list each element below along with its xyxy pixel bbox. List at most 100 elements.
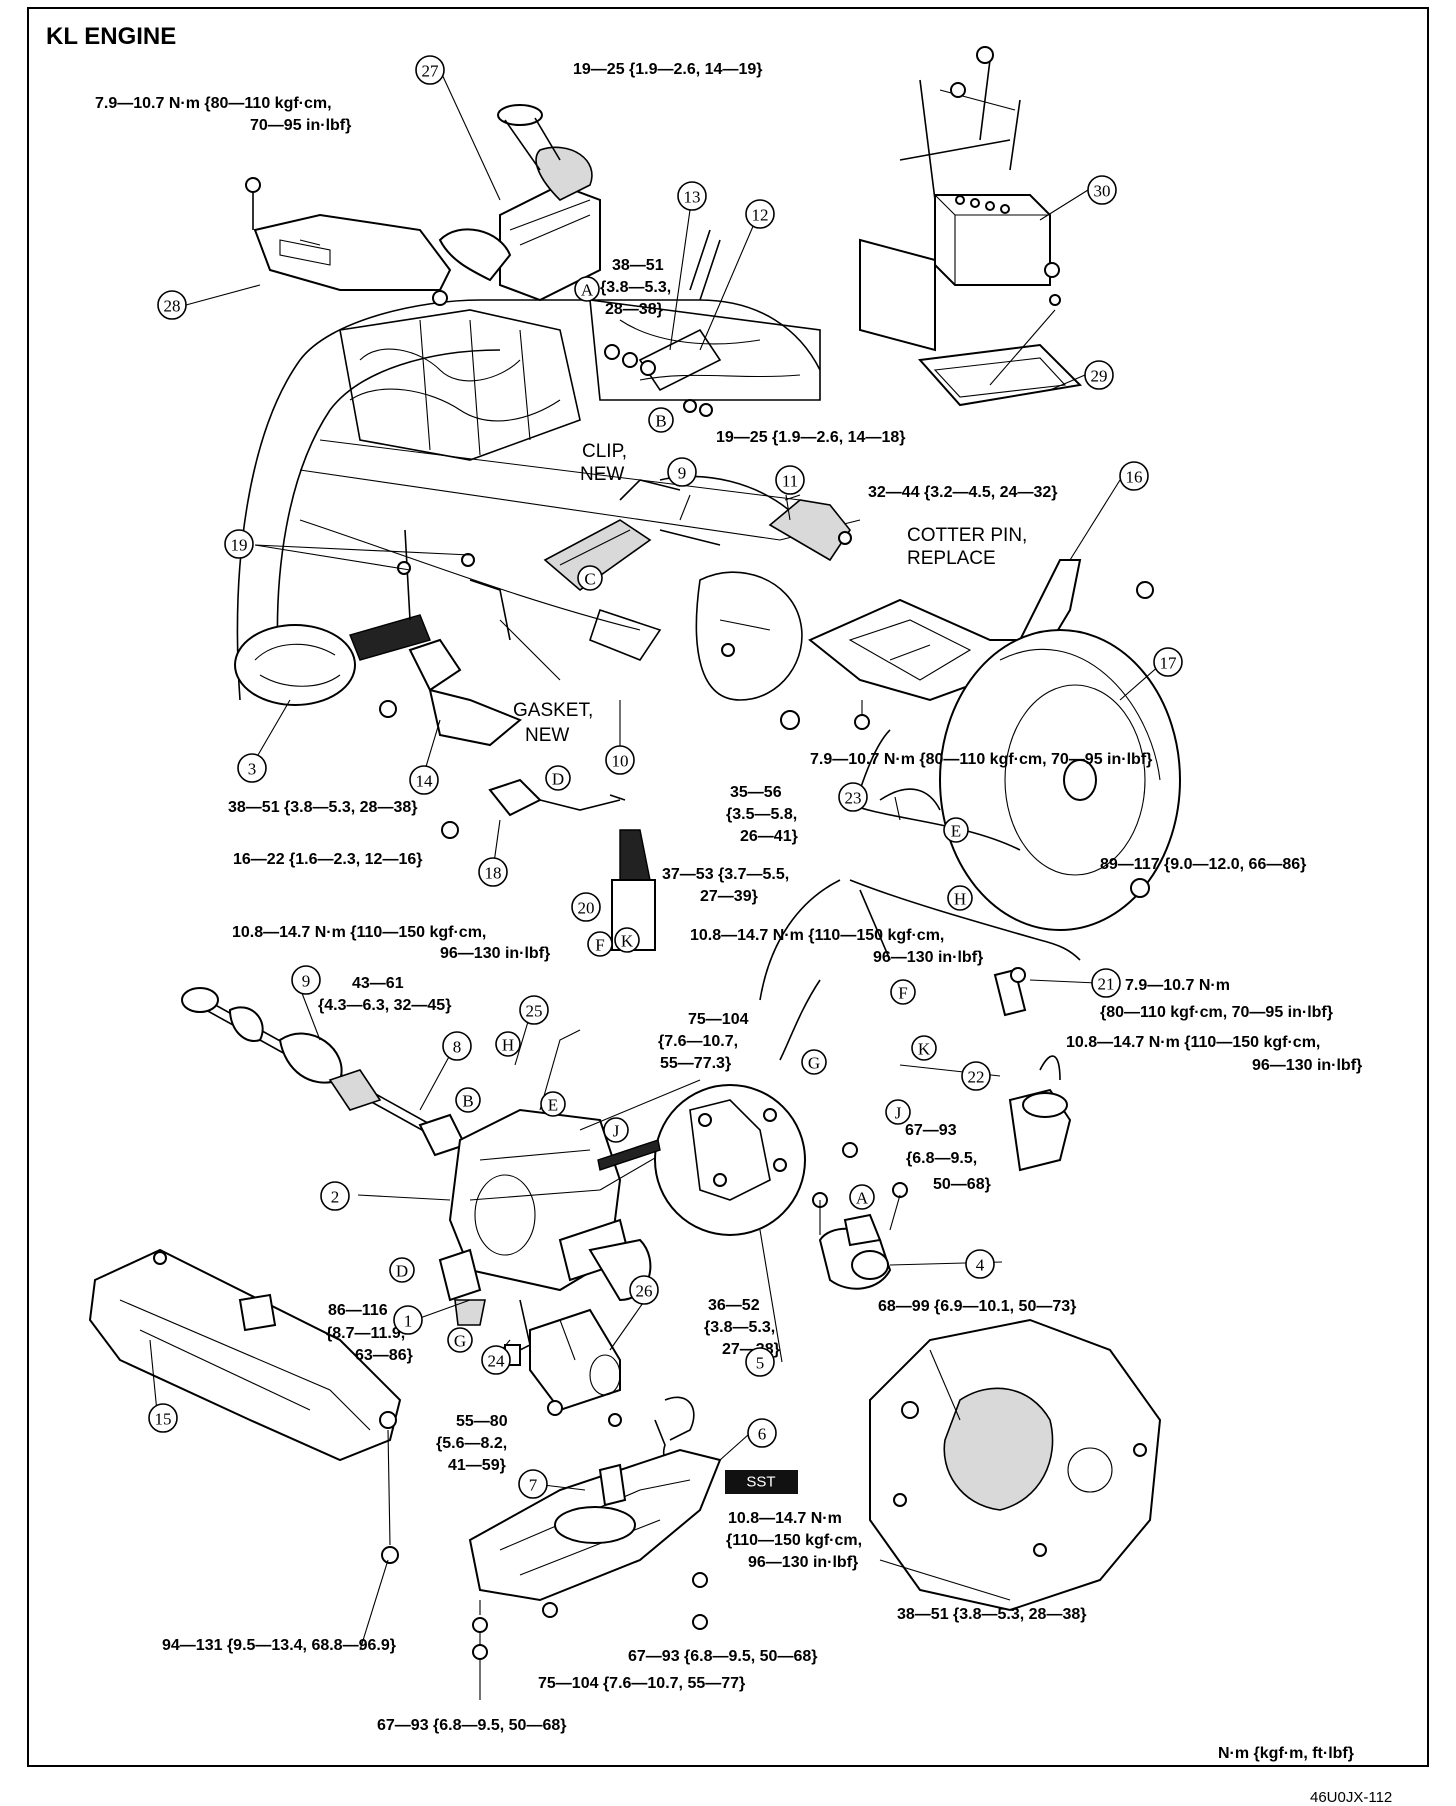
torque-75a-line3: 55—77.3} — [660, 1055, 731, 1072]
detail-circle-view — [597, 1084, 806, 1236]
sst-badge: SST — [725, 1470, 798, 1494]
torque-35-line3: 26—41} — [740, 828, 798, 845]
torque-35-line2: {3.5—5.8, — [726, 806, 797, 823]
engine-mount — [812, 1142, 908, 1290]
marker-d-pipe: D — [545, 765, 571, 791]
torque-108a-line1: 10.8—14.7 N·m {110—150 kgf·cm, — [232, 924, 486, 941]
svg-text:11: 11 — [782, 472, 798, 491]
marker-b-trans: B — [455, 1087, 481, 1113]
callout-14: 14 — [409, 765, 439, 795]
torque-35-line1: 35—56 — [730, 784, 782, 801]
note-cotter-line2: REPLACE — [907, 548, 996, 569]
svg-text:16: 16 — [1126, 468, 1143, 487]
svg-text:B: B — [462, 1092, 473, 1111]
svg-text:J: J — [613, 1122, 620, 1141]
callout-25: 25 — [519, 995, 549, 1025]
right-side-bracket — [993, 967, 1072, 1172]
torque-86-line2: {8.7—11.9, — [326, 1325, 405, 1342]
sst-label: SST — [746, 1474, 775, 1491]
torque-55-line1: 55—80 — [456, 1413, 508, 1430]
exhaust-pipe-assembly — [234, 529, 561, 747]
callout-15: 15 — [148, 1403, 178, 1433]
callout-2: 2 — [320, 1181, 350, 1211]
svg-text:25: 25 — [526, 1002, 543, 1021]
svg-text:6: 6 — [758, 1425, 767, 1444]
crossmember — [88, 1248, 402, 1564]
callout-1: 1 — [393, 1305, 423, 1335]
torque-75a-line1: 75—104 — [688, 1011, 749, 1028]
callout-16: 16 — [1119, 461, 1149, 491]
marker-a-mount: A — [849, 1184, 875, 1210]
torque-86-line1: 86—116 — [328, 1302, 388, 1319]
torque-cotter: 32—44 {3.2—4.5, 24—32} — [868, 484, 1057, 501]
torque-67a-line3: 50—68} — [933, 1176, 991, 1193]
marker-j-harness: J — [885, 1099, 911, 1125]
torque-36-line2: {3.8—5.3, — [704, 1319, 775, 1336]
marker-k-right: K — [911, 1035, 937, 1061]
svg-text:9: 9 — [678, 464, 687, 483]
callout-26: 26 — [629, 1275, 659, 1305]
torque-108a-line2: 96—130 in·lbf} — [440, 945, 550, 962]
transaxle-case — [438, 1029, 721, 1366]
svg-text:F: F — [595, 936, 604, 955]
diagram-title: KL ENGINE — [46, 23, 176, 50]
svg-text:5: 5 — [756, 1354, 765, 1373]
torque-21-line2: {80—110 kgf·cm, 70—95 in·lbf} — [1100, 1004, 1333, 1021]
battery-assembly — [859, 46, 1083, 407]
torque-108b-line1: 10.8—14.7 N·m {110—150 kgf·cm, — [690, 927, 944, 944]
callout-28: 28 — [157, 290, 187, 320]
svg-text:A: A — [856, 1189, 869, 1208]
front-wheel — [939, 629, 1181, 931]
callout-18: 18 — [478, 857, 508, 887]
torque-55-line3: 41—59} — [448, 1457, 506, 1474]
torque-43-line1: 43—61 — [352, 975, 404, 992]
torque-exhaust: 38—51 {3.8—5.3, 28—38} — [228, 799, 417, 816]
torque-specs: 7.9—10.7 N·m {80—110 kgf·cm, 70—95 in·lb… — [95, 61, 1362, 1734]
svg-text:3: 3 — [248, 760, 257, 779]
marker-d-trans: D — [389, 1257, 415, 1283]
svg-text:C: C — [584, 570, 595, 589]
torque-108d-line1: 10.8—14.7 N·m — [728, 1510, 842, 1527]
callout-17: 17 — [1153, 647, 1183, 677]
marker-k-left: K — [614, 927, 640, 953]
note-cotter-line1: COTTER PIN, — [907, 525, 1027, 546]
callout-12: 12 — [745, 199, 775, 229]
numbered-callouts: 27 28 30 29 13 12 11 9 16 19 3 14 10 17 … — [148, 55, 1183, 1499]
svg-text:G: G — [454, 1332, 466, 1351]
torque-94: 94—131 {9.5—13.4, 68.8—96.9} — [162, 1637, 396, 1654]
svg-text:23: 23 — [845, 789, 862, 808]
svg-text:26: 26 — [636, 1282, 653, 1301]
note-gasket-line1: GASKET, — [513, 700, 593, 721]
svg-text:9: 9 — [302, 972, 311, 991]
svg-text:19: 19 — [231, 536, 248, 555]
marker-f-left: F — [587, 931, 613, 957]
letter-markers: A A B B C D D E E F F G G H H J J K K — [389, 276, 973, 1353]
svg-text:E: E — [951, 822, 961, 841]
callout-27: 27 — [415, 55, 445, 85]
torque-86-line3: 63—86} — [355, 1347, 413, 1364]
note-clip-line1: CLIP, — [582, 441, 627, 462]
torque-37-line1: 37—53 {3.7—5.5, — [662, 866, 789, 883]
callout-23: 23 — [838, 782, 868, 812]
svg-text:21: 21 — [1098, 975, 1115, 994]
callout-4: 4 — [965, 1249, 995, 1279]
callout-13: 13 — [677, 181, 707, 211]
svg-text:29: 29 — [1091, 367, 1108, 386]
marker-f-right: F — [890, 979, 916, 1005]
svg-text:K: K — [621, 932, 634, 951]
torque-37-line2: 27—39} — [700, 888, 758, 905]
svg-text:E: E — [548, 1096, 558, 1115]
torque-67a-line1: 67—93 — [905, 1122, 957, 1139]
torque-top: 19—25 {1.9—2.6, 14—19} — [573, 61, 762, 78]
svg-text:D: D — [552, 770, 564, 789]
note-gasket-line2: NEW — [525, 725, 569, 746]
svg-text:K: K — [918, 1040, 931, 1059]
svg-text:17: 17 — [1160, 654, 1178, 673]
svg-text:12: 12 — [752, 206, 769, 225]
units-legend: N·m {kgf·m, ft·lbf} — [1218, 1745, 1354, 1762]
svg-text:24: 24 — [488, 1352, 506, 1371]
torque-67a-line2: {6.8—9.5, — [906, 1150, 977, 1167]
callout-5: 5 — [745, 1347, 775, 1377]
marker-g-harness: G — [801, 1049, 827, 1075]
torque-mid: 19—25 {1.9—2.6, 14—18} — [716, 429, 905, 446]
